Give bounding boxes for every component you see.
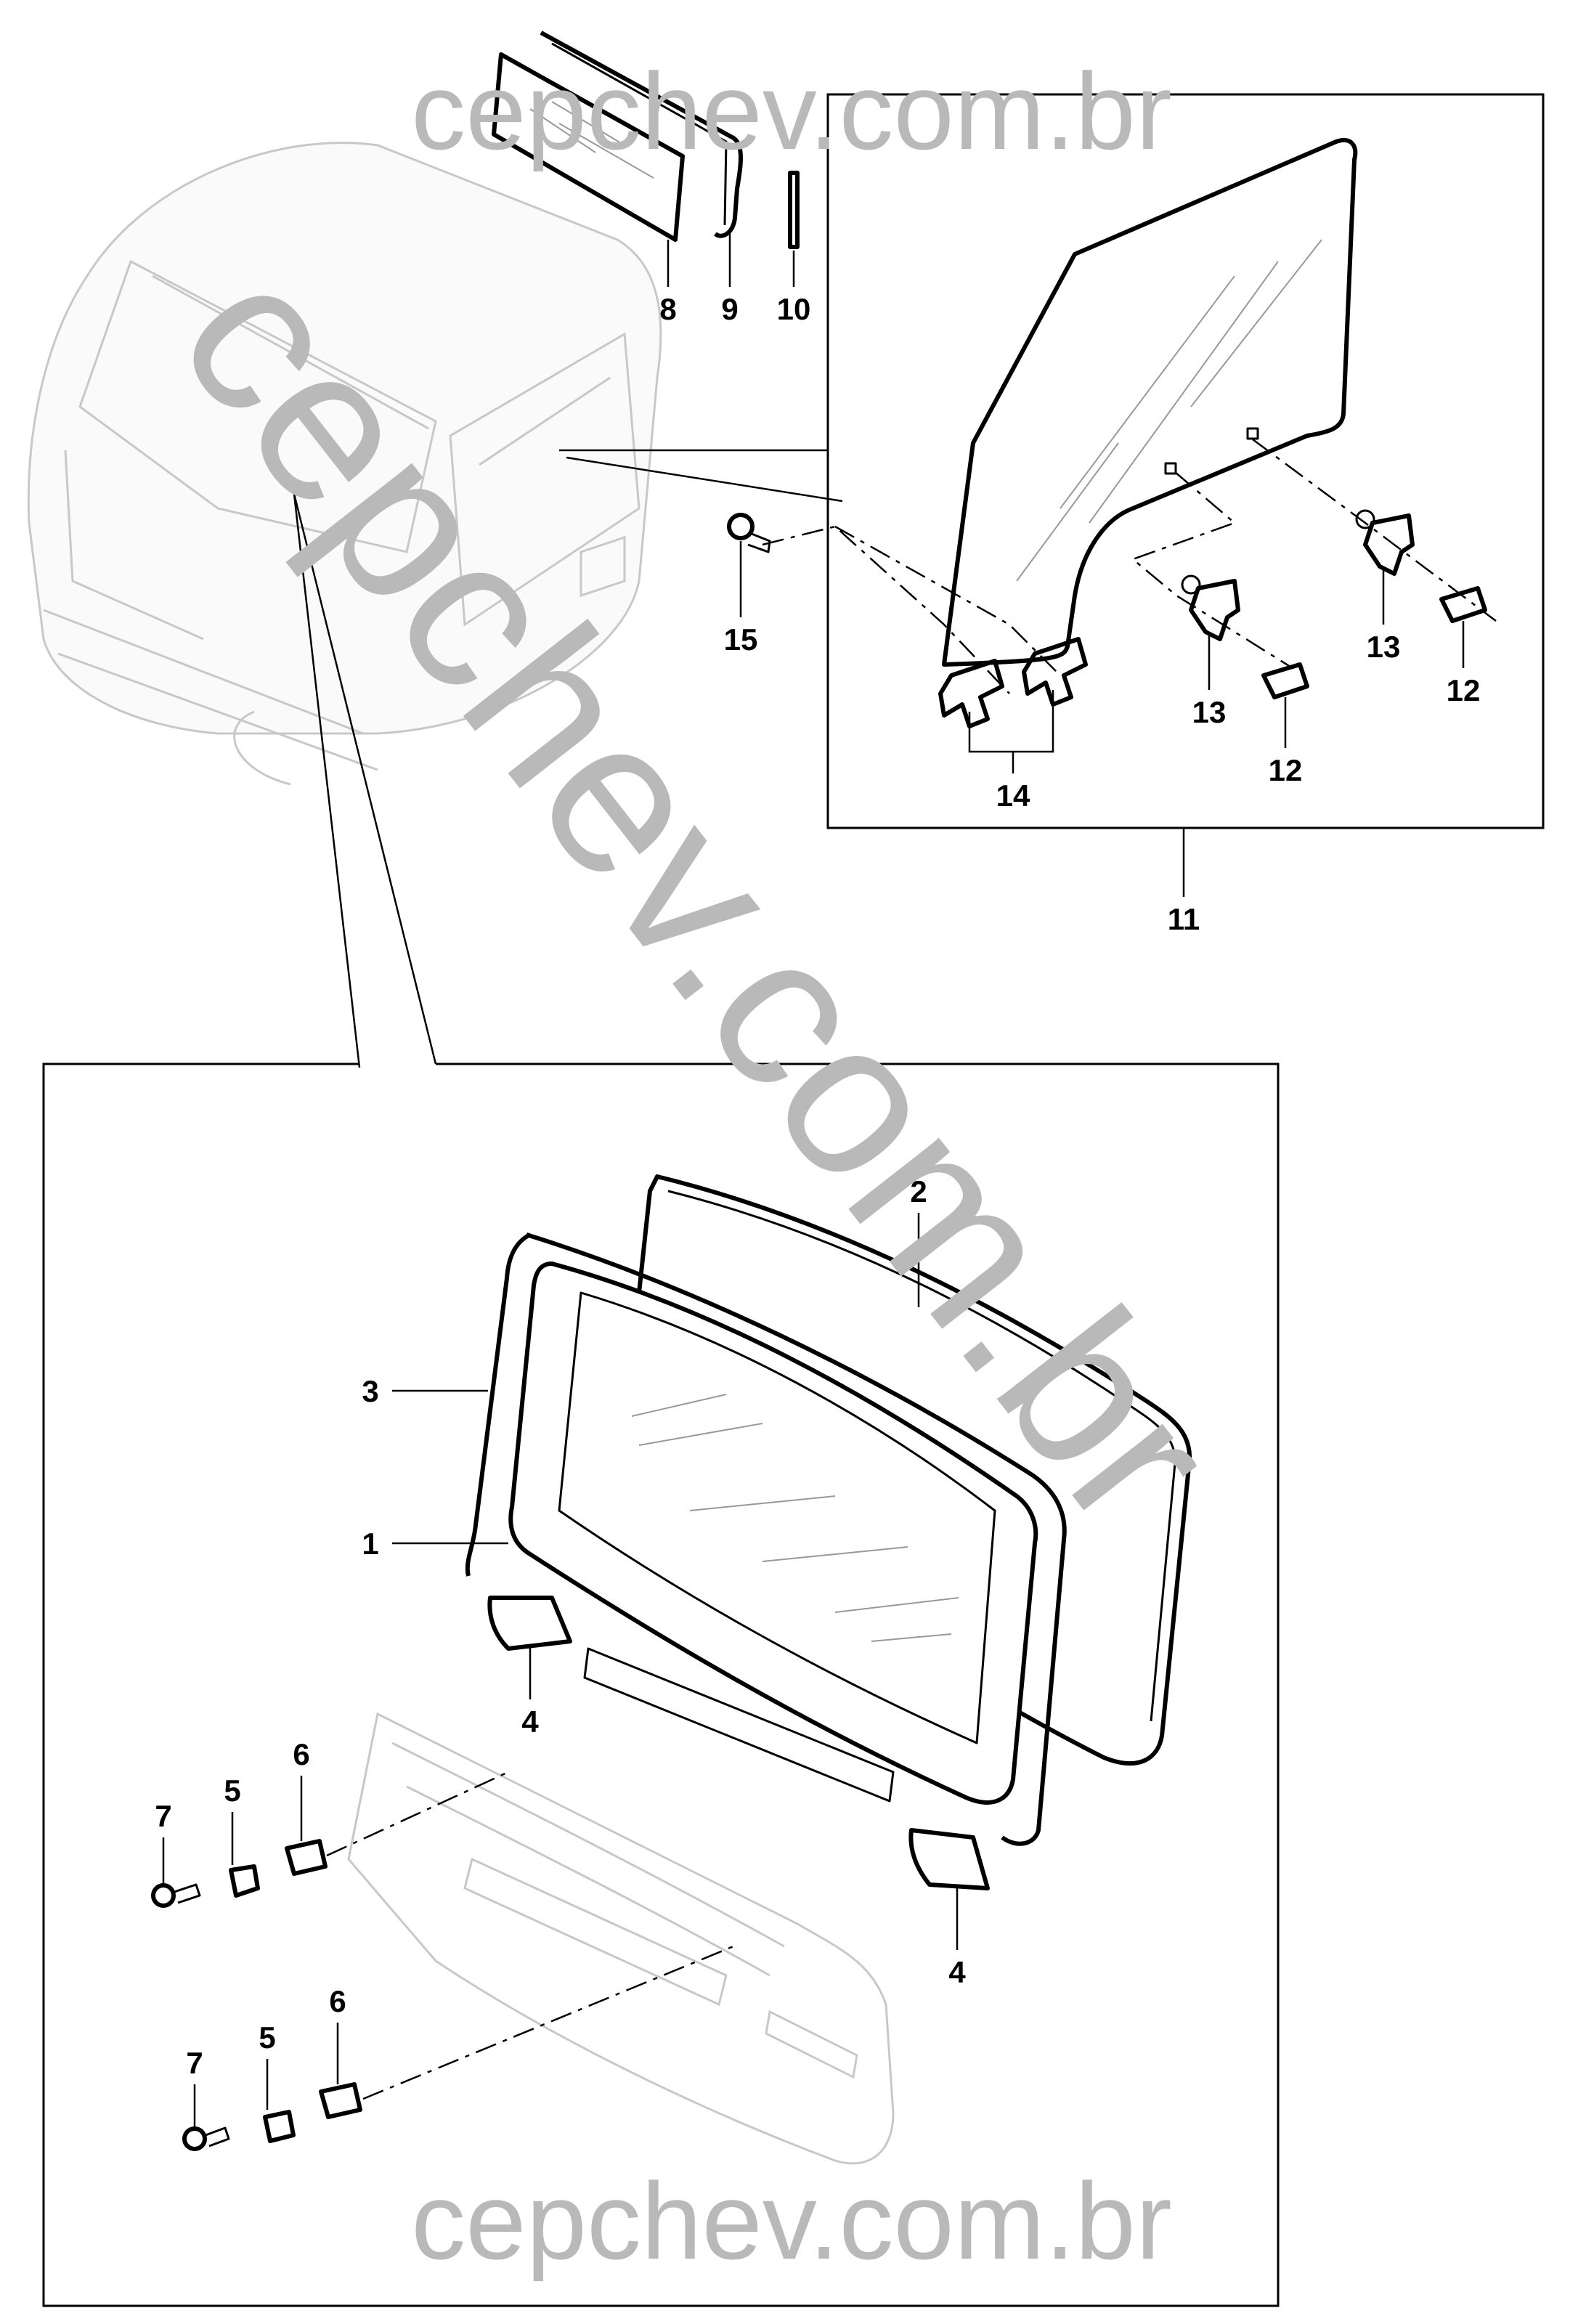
door-glass [942,138,1358,667]
callout-12-right: 12 [1447,673,1481,707]
watermark-bottom: cepchev.com.br [411,2160,1172,2282]
callout-5-upper: 5 [224,1774,240,1808]
callout-1: 1 [362,1527,378,1561]
callout-3: 3 [362,1374,378,1408]
watermark-top: cepchev.com.br [411,50,1172,172]
dam-strip [583,1647,895,1803]
callout-8: 8 [659,292,676,326]
callout-4-upper: 4 [521,1705,539,1739]
callout-11: 11 [1168,902,1200,936]
door-glass-box [826,93,1545,829]
callout-6-lower: 6 [329,1984,346,2018]
trim-strip-10 [788,171,800,249]
cowl-panel [347,1712,895,2165]
glass-clip-12 [1261,586,1487,699]
bolt-15 [727,513,771,553]
windshield-box [42,1063,1280,2307]
glass-clip-13 [1181,509,1415,641]
callout-4-lower: 4 [948,1955,966,1989]
callout-13-right: 13 [1367,630,1401,664]
callout-6-upper: 6 [293,1737,309,1771]
stopper-4-lower [908,1828,990,1890]
callout-10: 10 [777,292,811,326]
callout-5-lower: 5 [259,2020,275,2055]
stopper-4-upper [487,1596,572,1651]
fastener-set-lower [182,2082,362,2151]
callout-14: 14 [996,779,1030,813]
callout-7-lower: 7 [186,2046,203,2080]
window-seal-9 [540,31,743,238]
regulator-channel-14 [938,637,1088,728]
callout-13-left: 13 [1192,695,1227,729]
callout-9: 9 [721,292,738,326]
callout-7-upper: 7 [155,1799,171,1833]
callout-12-left: 12 [1269,753,1303,787]
callout-2: 2 [910,1174,927,1208]
side-window-group [492,31,800,287]
callout-15: 15 [724,622,758,657]
fastener-set-upper [151,1839,328,1908]
cab-outline [27,142,662,786]
windshield-glass-1 [508,1261,1038,1805]
windshield-moulding-3 [526,1232,1067,1846]
